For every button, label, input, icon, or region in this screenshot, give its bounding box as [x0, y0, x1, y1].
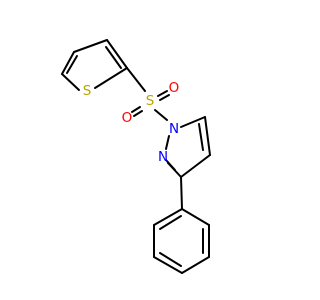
bond-phenyl-4: [153, 256, 183, 274]
chemical-structure-diagram: S S O O N N: [61, 39, 211, 274]
bond-pyrazole-n2-n1: [165, 135, 170, 150]
bond-lines: [61, 39, 211, 274]
sulfonyl-oxygen-bottom-label: O: [122, 110, 133, 126]
sulfonyl-sulfur-label: S: [146, 93, 155, 109]
sulfonyl-oxygen-top-label: O: [169, 80, 180, 96]
bond-sulfonyl-oxygen-bottom-a: [131, 106, 141, 113]
bond-phenyl-1: [181, 208, 210, 226]
bond-thiophene-sulfonyl: [126, 67, 146, 92]
bond-pyrazole-c3-n2-inner: [165, 159, 176, 171]
thiophene-sulfur-label: S: [83, 83, 92, 99]
bond-pyrazole-c4-c3: [180, 154, 211, 178]
pyrazole-n2-label: N: [158, 149, 168, 165]
bond-thiophene-c3-c2: [106, 39, 128, 69]
bond-phenyl-6-inner: [159, 215, 182, 230]
bond-thiophene-c5-c4-inner: [66, 55, 78, 74]
bond-thiophene-c3-c2-inner: [105, 46, 122, 69]
atom-labels: S S O O N N: [83, 80, 180, 165]
bond-thiophene-c2-s: [94, 67, 128, 89]
bond-pyrazole-c5-c4-inner: [198, 123, 204, 151]
bond-pyrazole-n1-c5: [180, 116, 206, 128]
bond-thiophene-s-c5: [61, 73, 80, 91]
bond-sulfonyl-oxygen-bottom-b: [133, 110, 143, 117]
bond-phenyl-3: [181, 256, 210, 274]
bond-sulfonyl-n1: [154, 109, 168, 121]
bond-thiophene-c5-c4: [61, 51, 75, 75]
bond-pyrazole-phenyl: [180, 176, 183, 210]
bond-thiophene-c4-c3: [73, 39, 108, 53]
bond-sulfonyl-oxygen-top-a: [157, 90, 168, 97]
bond-pyrazole-c5-c4: [204, 116, 211, 156]
bond-sulfonyl-oxygen-top-b: [159, 94, 170, 101]
bond-phenyl-6: [153, 208, 183, 226]
bond-phenyl-4-inner: [159, 252, 182, 267]
pyrazole-n1-label: N: [169, 121, 179, 137]
